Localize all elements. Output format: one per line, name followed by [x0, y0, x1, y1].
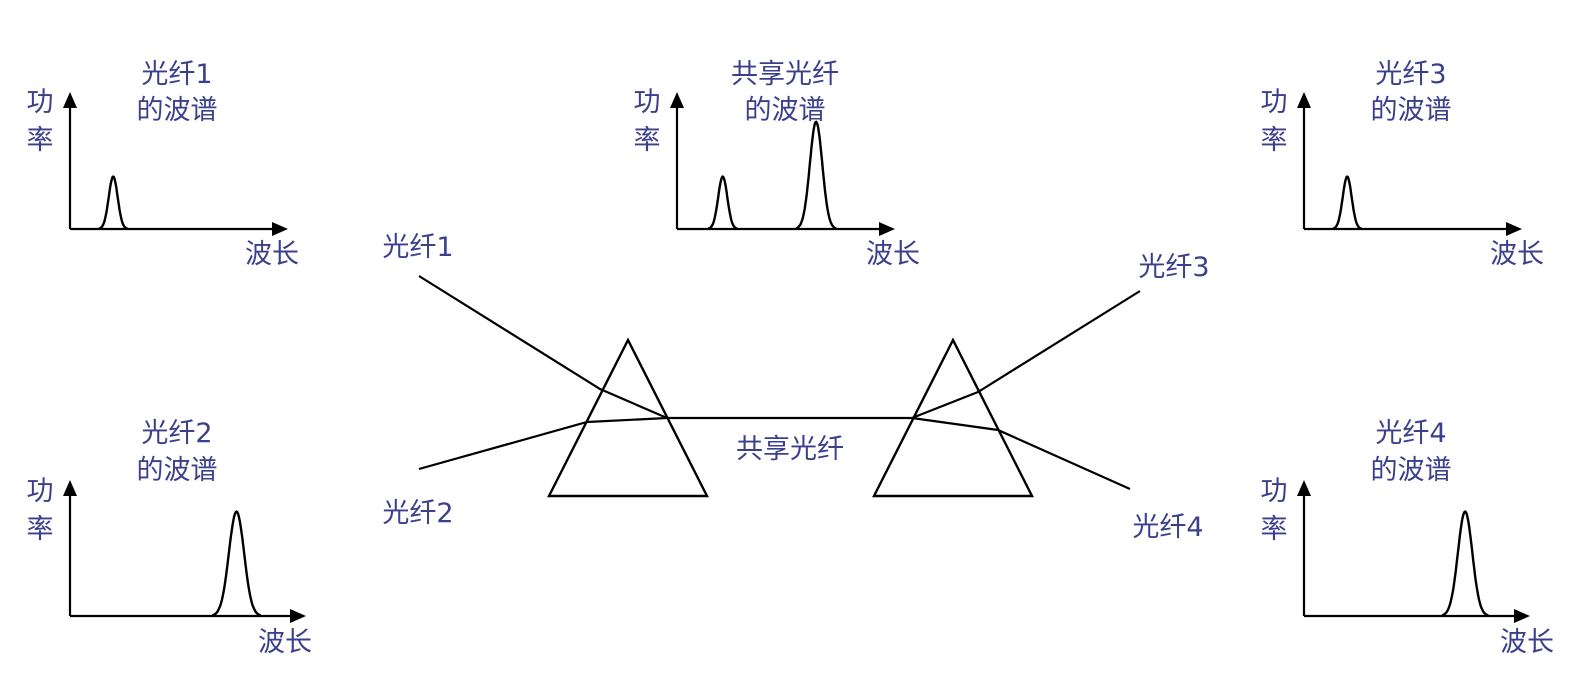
spectrum-ylabel-fiber2-line1: 功: [27, 476, 54, 507]
x-axis-arrow-fiber1: [272, 222, 288, 236]
spectrum-peak-fiber2: [211, 510, 262, 617]
fiber2-label: 光纤2: [382, 498, 453, 529]
spectrum-xlabel-fiber3: 波长: [1490, 239, 1544, 270]
x-axis-arrow-fiber2: [290, 609, 306, 623]
spectrum-panel-fiber3: 光纤3 的波谱 功 率 波长: [1261, 59, 1545, 270]
y-axis-arrow-fiber1: [63, 92, 77, 108]
shared-fiber-label: 共享光纤: [736, 434, 844, 465]
spectrum-title-fiber2-line2: 的波谱: [137, 455, 218, 486]
fiber4-line: [911, 416, 1131, 491]
spectrum-title-fiber4-line2: 的波谱: [1371, 455, 1452, 486]
spectrum-peak-fiber3: [1332, 175, 1362, 230]
spectrum-xlabel-fiber1: 波长: [245, 239, 299, 270]
spectrum-title-shared-line2: 的波谱: [745, 95, 826, 126]
spectrum-panel-shared: 共享光纤 的波谱 功 率 波长: [634, 59, 921, 270]
x-axis-arrow-shared: [879, 222, 895, 236]
fiber1-line: [418, 275, 668, 420]
spectrum-peak-shared-1: [707, 175, 738, 230]
spectrum-xlabel-fiber4: 波长: [1500, 627, 1554, 658]
spectrum-title-fiber4-line1: 光纤4: [1375, 418, 1446, 449]
spectrum-ylabel-shared-line1: 功: [634, 87, 661, 118]
spectrum-ylabel-fiber2-line2: 率: [27, 514, 54, 545]
y-axis-arrow-fiber3: [1297, 92, 1311, 108]
fiber3-label: 光纤3: [1138, 252, 1209, 283]
fiber1-label: 光纤1: [382, 232, 453, 263]
spectrum-title-shared-line1: 共享光纤: [731, 59, 839, 90]
spectrum-panel-fiber4: 光纤4 的波谱 功 率 波长: [1261, 418, 1555, 658]
y-axis-arrow-shared: [670, 92, 684, 108]
spectrum-title-fiber3-line2: 的波谱: [1371, 95, 1452, 126]
spectrum-title-fiber1-line2: 的波谱: [137, 95, 218, 126]
spectrum-title-fiber1-line1: 光纤1: [141, 59, 212, 90]
spectrum-xlabel-shared: 波长: [866, 239, 920, 270]
spectrum-panel-fiber2: 光纤2 的波谱 功 率 波长: [27, 418, 313, 658]
fiber4-label: 光纤4: [1132, 512, 1203, 543]
spectrum-ylabel-fiber3-line2: 率: [1261, 125, 1288, 156]
spectrum-peak-fiber1: [98, 175, 128, 230]
spectrum-ylabel-fiber4-line1: 功: [1261, 476, 1288, 507]
spectrum-ylabel-fiber3-line1: 功: [1261, 87, 1288, 118]
spectrum-panel-fiber1: 光纤1 的波谱 功 率 波长: [27, 59, 300, 270]
fiber2-line: [418, 416, 668, 471]
spectrum-ylabel-shared-line2: 率: [634, 125, 661, 156]
x-axis-arrow-fiber4: [1514, 609, 1530, 623]
spectrum-title-fiber2-line1: 光纤2: [141, 418, 212, 449]
spectrum-title-fiber3-line1: 光纤3: [1375, 59, 1446, 90]
spectrum-ylabel-fiber1-line2: 率: [27, 125, 54, 156]
wdm-link: 光纤1 光纤2 光纤3 光纤4 共享光纤: [382, 232, 1209, 543]
spectrum-ylabel-fiber4-line2: 率: [1261, 514, 1288, 545]
spectrum-peak-shared-2: [795, 120, 837, 230]
spectrum-xlabel-fiber2: 波长: [258, 627, 312, 658]
y-axis-arrow-fiber2: [63, 480, 77, 496]
spectrum-peak-fiber4: [1441, 510, 1489, 617]
y-axis-arrow-fiber4: [1297, 480, 1311, 496]
combiner-prism: [547, 337, 709, 498]
splitter-prism: [872, 337, 1034, 498]
x-axis-arrow-fiber3: [1506, 222, 1522, 236]
spectrum-ylabel-fiber1-line1: 功: [27, 87, 54, 118]
